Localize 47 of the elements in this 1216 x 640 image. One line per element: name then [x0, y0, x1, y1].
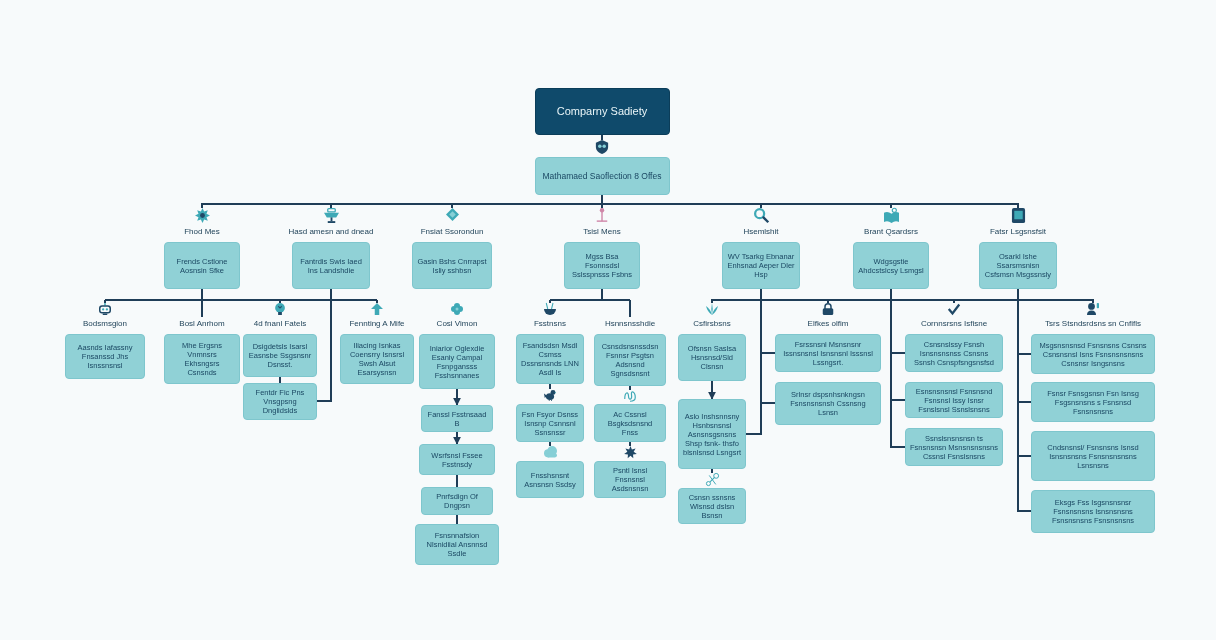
connector-line [376, 299, 378, 304]
connector-line [711, 468, 713, 474]
connector-line [953, 299, 1094, 304]
connector-line [890, 288, 906, 448]
arrow [453, 431, 461, 445]
unit-heading: Bodsmsgion [83, 319, 127, 329]
connector-line [549, 288, 631, 301]
connector-line [549, 441, 551, 447]
unit-heading: Cosi Vimon [436, 319, 478, 329]
connector-line [104, 299, 106, 304]
connector-line [201, 299, 203, 318]
arrow [453, 388, 461, 406]
unit-heading: Elfkes olfim [807, 319, 849, 329]
department-heading: Hasd amesn and dnead [288, 227, 374, 237]
connector-line [629, 385, 631, 391]
connector-line [104, 288, 378, 301]
connector-line [279, 299, 281, 304]
department-heading: Hsemlshit [743, 227, 779, 237]
department-heading: Fatsr Lsgsnsfsit [990, 227, 1046, 237]
unit-heading: Cornnsrsns Isfisne [920, 319, 988, 329]
connector-line [629, 441, 631, 447]
connector-line [745, 288, 762, 435]
arrow [708, 380, 716, 400]
connector-line [827, 299, 955, 304]
connector-line [549, 383, 551, 390]
department-heading: Tsisl Mens [583, 227, 621, 237]
office-box: Mathamaed Saoflection 8 Offes [534, 157, 670, 195]
connector-line [601, 134, 603, 141]
connector-line [629, 299, 631, 318]
department-heading: Fhod Mes [184, 227, 220, 237]
unit-heading: Fsstnsns [534, 319, 566, 329]
connector-line [316, 288, 332, 402]
connector-line [1017, 288, 1032, 512]
department-heading: Brant Qsardsrs [864, 227, 918, 237]
department-heading: Fnsiat Ssorondun [420, 227, 484, 237]
unit-heading: Hsnnsnsshdie [604, 319, 656, 329]
unit-heading: 4d fnanl Fatels [253, 319, 307, 329]
connector-line [456, 514, 458, 525]
unit-heading: Fennting A Mife [349, 319, 405, 329]
connector-line [456, 474, 458, 488]
unit-heading: Bosl Anrhom [179, 319, 225, 329]
unit-heading: Tsrs Stsndsrdsns sn Cnfifls [1045, 319, 1141, 329]
company-box: Comparny Sadiety [534, 88, 670, 135]
connector-line [711, 299, 829, 304]
connector-line [279, 376, 281, 384]
unit-heading: Csfirsbsns [693, 319, 731, 329]
connector-line [549, 299, 551, 304]
